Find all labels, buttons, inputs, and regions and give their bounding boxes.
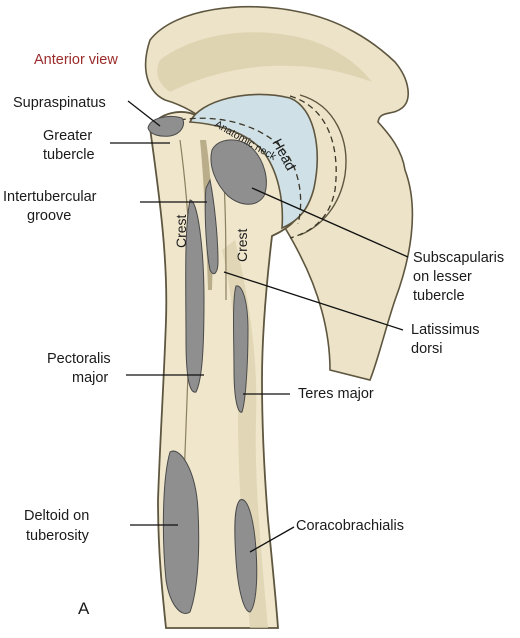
pectoralis-attachment bbox=[185, 199, 205, 393]
label-greater-tubercle-line1: Greater bbox=[43, 128, 92, 144]
label-greater-tubercle-line2: tubercle bbox=[43, 147, 95, 163]
view-title: Anterior view bbox=[34, 52, 118, 68]
glenoid-rim bbox=[299, 94, 347, 236]
crest-left-label: Crest bbox=[173, 214, 189, 248]
label-latissimus-line1: Latissimus bbox=[411, 322, 480, 338]
label-subscapularis-line3: tubercle bbox=[413, 288, 465, 304]
acromion-shadow bbox=[157, 32, 372, 92]
leader-subscapularis bbox=[251, 187, 409, 258]
label-deltoid-line2: tuberosity bbox=[26, 528, 90, 544]
leader-latissimus bbox=[223, 271, 404, 331]
coracobrachialis-attachment bbox=[234, 499, 258, 613]
humeral-head bbox=[188, 93, 318, 230]
label-subscapularis-line1: Subscapularis bbox=[413, 250, 504, 266]
label-supraspinatus: Supraspinatus bbox=[13, 95, 106, 111]
label-pectoralis-line1: Pectoralis bbox=[47, 351, 111, 367]
label-pectoralis-line2: major bbox=[72, 370, 108, 386]
teres-major-attachment bbox=[233, 285, 249, 413]
shaft-shading bbox=[222, 240, 268, 628]
crest-right-label: Crest bbox=[234, 228, 250, 262]
leader-supraspinatus bbox=[127, 100, 161, 127]
panel-letter: A bbox=[78, 599, 90, 618]
anatomic-neck-dashed bbox=[169, 117, 302, 225]
latissimus-attachment bbox=[204, 178, 219, 275]
label-teres-major: Teres major bbox=[298, 386, 374, 402]
label-deltoid-line1: Deltoid on bbox=[24, 508, 89, 524]
label-intertubercular-line2: groove bbox=[27, 208, 71, 224]
label-intertubercular-line1: Intertubercular bbox=[3, 189, 97, 205]
supraspinatus-attachment bbox=[147, 115, 184, 137]
label-subscapularis-line2: on lesser bbox=[413, 269, 472, 285]
label-coracobrachialis: Coracobrachialis bbox=[296, 518, 404, 534]
capsule-dashed bbox=[289, 95, 337, 239]
deltoid-attachment bbox=[162, 450, 200, 614]
leader-coracobrachialis bbox=[249, 526, 295, 553]
label-latissimus-line2: dorsi bbox=[411, 341, 442, 357]
